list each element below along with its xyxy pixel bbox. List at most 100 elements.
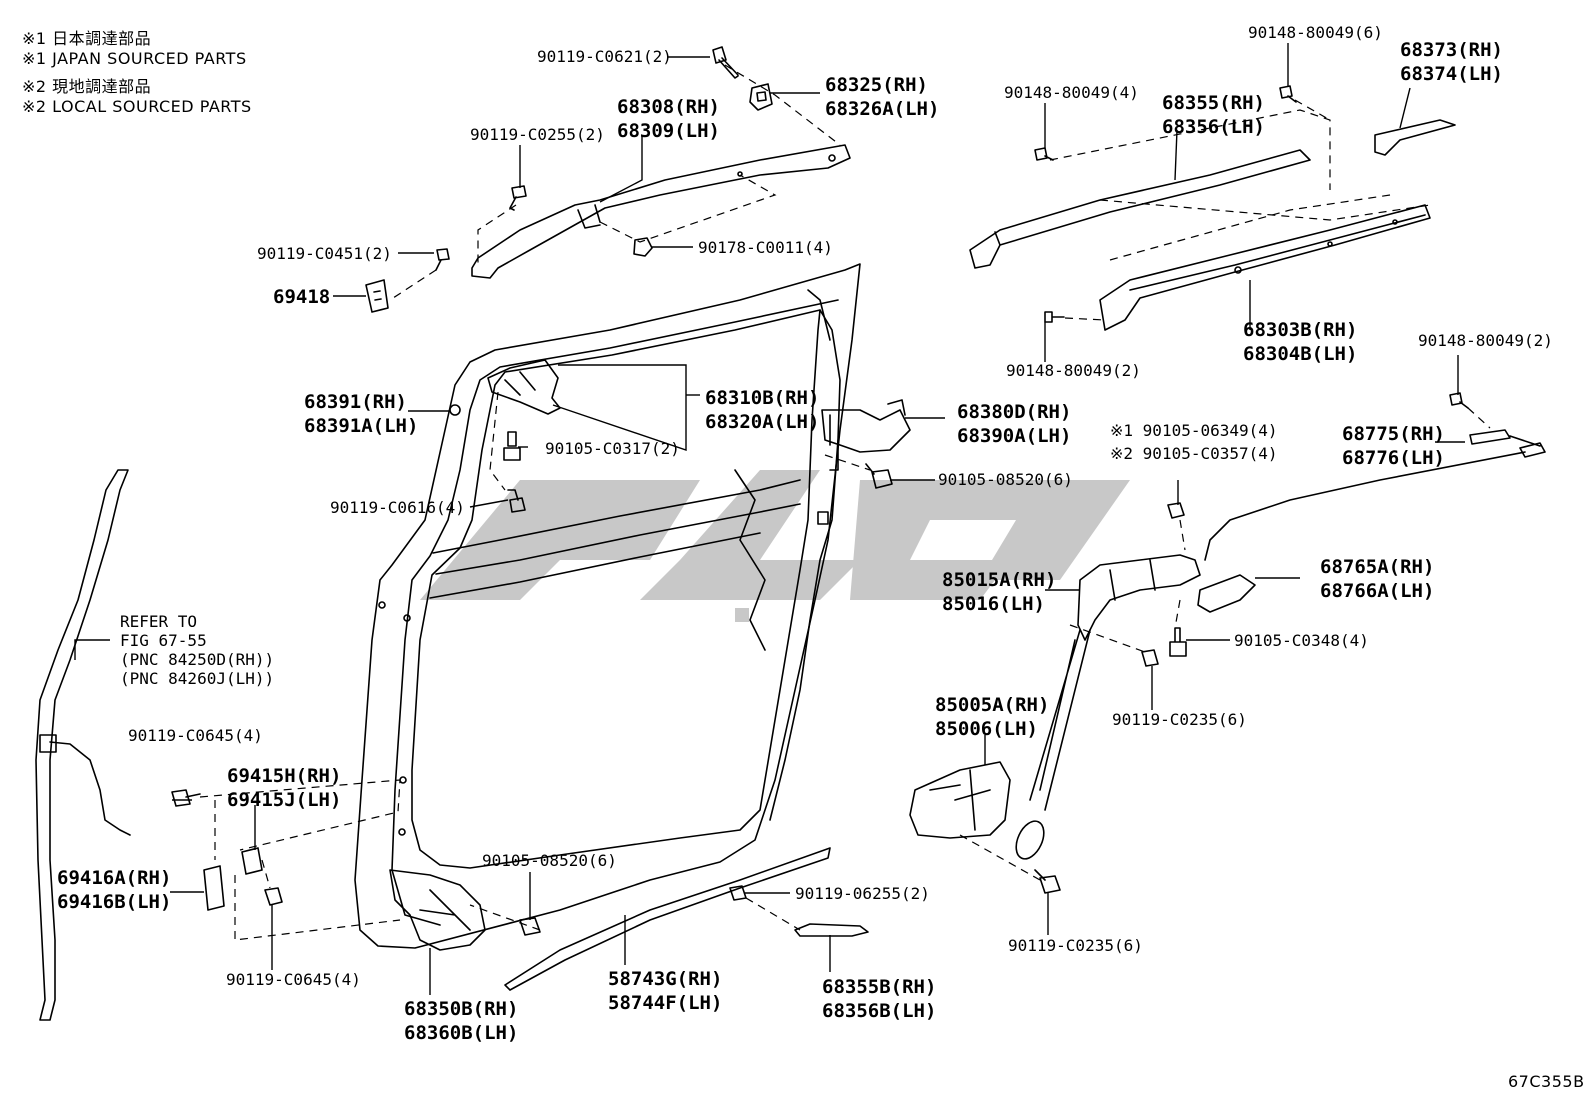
cover-68355B <box>794 923 869 937</box>
label-90119-C0235-a[interactable]: 90119-C0235(6) <box>1112 710 1247 729</box>
bolt-90105-C0317 <box>503 431 521 461</box>
label-68775-rh[interactable]: 68775(RH) <box>1342 423 1445 445</box>
cable-68775 <box>1469 429 1546 458</box>
label-90119-06255[interactable]: 90119-06255(2) <box>795 884 930 903</box>
label-69415H-lh[interactable]: 69415J(LH) <box>227 789 342 811</box>
label-90119-C0255[interactable]: 90119-C0255(2) <box>470 125 605 144</box>
label-68373[interactable]: 68373(RH)68374(LH) <box>1400 38 1503 86</box>
bolt-90119-C0645-a <box>171 789 201 807</box>
label-68355-lh[interactable]: 68356(LH) <box>1162 116 1265 138</box>
label-90105-06349[interactable]: ※1 90105-06349(4) <box>1110 421 1278 440</box>
label-68303B-lh[interactable]: 68304B(LH) <box>1243 343 1358 365</box>
label-85005A-lh[interactable]: 85006(LH) <box>935 718 1038 740</box>
label-68775-lh[interactable]: 68776(LH) <box>1342 447 1445 469</box>
phantom-lines <box>199 64 1491 941</box>
striker-69415H <box>241 847 263 875</box>
remote-rod <box>1029 629 1091 811</box>
bolt-90148-80049-4 <box>1034 147 1054 161</box>
label-68380D-lh[interactable]: 68390A(LH) <box>957 425 1072 447</box>
label-69416A-lh[interactable]: 69416B(LH) <box>57 891 172 913</box>
bolt-90105-08520-a <box>865 463 893 489</box>
label-58743G[interactable]: 58743G(RH)58744F(LH) <box>608 967 722 1015</box>
label-68350B[interactable]: 68350B(RH)68360B(LH) <box>404 997 518 1045</box>
label-58743G-lh[interactable]: 58744F(LH) <box>608 992 723 1014</box>
label-90148-80049-4[interactable]: 90148-80049(4) <box>1004 83 1139 102</box>
label-69418[interactable]: 69418 <box>273 286 331 308</box>
label-90105-08520-b[interactable]: 90105-08520(6) <box>482 851 617 870</box>
label-85005A-rh[interactable]: 85005A(RH) <box>935 694 1050 716</box>
label-90178-C0011[interactable]: 90178-C0011(4) <box>698 238 833 257</box>
label-68355B[interactable]: 68355B(RH)68356B(LH) <box>822 975 936 1023</box>
label-90105-C0357[interactable]: ※2 90105-C0357(4) <box>1110 444 1278 463</box>
label-68325-rh[interactable]: 68325(RH) <box>825 74 928 96</box>
label-90119-C0645-a[interactable]: 90119-C0645(4) <box>128 726 263 745</box>
label-68310B[interactable]: 68310B(RH)68320A(LH) <box>705 386 819 434</box>
label-68373-rh[interactable]: 68373(RH) <box>1400 39 1503 61</box>
label-90148-80049-6[interactable]: 90148-80049(6) <box>1248 23 1383 42</box>
label-68310B-lh[interactable]: 68320A(LH) <box>705 411 820 433</box>
grommet-68391 <box>449 404 461 416</box>
label-68765A[interactable]: 68765A(RH)68766A(LH) <box>1320 555 1434 603</box>
label-85015A-rh[interactable]: 85015A(RH) <box>942 569 1057 591</box>
center-rail-68355 <box>969 149 1311 269</box>
label-68775[interactable]: 68775(RH)68776(LH) <box>1342 422 1445 470</box>
bolt-90119-C0621 <box>712 46 739 79</box>
note-local-en: ※2 LOCAL SOURCED PARTS <box>22 97 252 116</box>
label-90105-C0348[interactable]: 90105-C0348(4) <box>1234 631 1369 650</box>
label-90148-80049-2b[interactable]: 90148-80049(2) <box>1418 331 1553 350</box>
refer-line-4: (PNC 84260J(LH)) <box>120 669 275 688</box>
label-90119-C0451[interactable]: 90119-C0451(2) <box>257 244 392 263</box>
hinge-68310B <box>487 359 561 415</box>
label-68765A-rh[interactable]: 68765A(RH) <box>1320 556 1435 578</box>
nut-90178-C0011 <box>633 237 653 257</box>
label-90119-C0616[interactable]: 90119-C0616(4) <box>330 498 465 517</box>
label-68303B-rh[interactable]: 68303B(RH) <box>1243 319 1358 341</box>
hinge-68380D <box>821 399 911 453</box>
leader-lines <box>74 43 1465 995</box>
label-69416A-rh[interactable]: 69416A(RH) <box>57 867 172 889</box>
label-90119-C0621[interactable]: 90119-C0621(2) <box>537 47 672 66</box>
label-68303B[interactable]: 68303B(RH)68304B(LH) <box>1243 318 1357 366</box>
label-68325[interactable]: 68325(RH)68326A(LH) <box>825 73 939 121</box>
label-68391-rh[interactable]: 68391(RH) <box>304 391 407 413</box>
label-58743G-rh[interactable]: 58743G(RH) <box>608 968 723 990</box>
label-85015A[interactable]: 85015A(RH)85016(LH) <box>942 568 1056 616</box>
label-90105-C0317[interactable]: 90105-C0317(2) <box>545 439 680 458</box>
bolt-90119-C0451 <box>435 248 450 271</box>
bolt-90119-C0255 <box>509 185 527 211</box>
cover-68373 <box>1374 119 1456 156</box>
label-68380D[interactable]: 68380D(RH)68390A(LH) <box>957 400 1071 448</box>
door-panel <box>354 263 861 949</box>
label-85015A-lh[interactable]: 85016(LH) <box>942 593 1045 615</box>
label-68391[interactable]: 68391(RH)68391A(LH) <box>304 390 418 438</box>
label-68380D-rh[interactable]: 68380D(RH) <box>957 401 1072 423</box>
bolt-90105-C0348 <box>1169 627 1187 657</box>
label-68350B-lh[interactable]: 68360B(LH) <box>404 1022 519 1044</box>
label-68373-lh[interactable]: 68374(LH) <box>1400 63 1503 85</box>
label-69415H[interactable]: 69415H(RH)69415J(LH) <box>227 764 341 812</box>
label-68355B-rh[interactable]: 68355B(RH) <box>822 976 937 998</box>
label-68308[interactable]: 68308(RH)68309(LH) <box>617 95 720 143</box>
label-68355[interactable]: 68355(RH)68356(LH) <box>1162 91 1265 139</box>
label-90119-C0645-b[interactable]: 90119-C0645(4) <box>226 970 361 989</box>
label-68391-lh[interactable]: 68391A(LH) <box>304 415 419 437</box>
label-68308-rh[interactable]: 68308(RH) <box>617 96 720 118</box>
upper-rail-68308 <box>471 144 851 279</box>
refer-line-3: (PNC 84250D(RH)) <box>120 650 275 669</box>
label-68355B-lh[interactable]: 68356B(LH) <box>822 1000 937 1022</box>
label-85005A[interactable]: 85005A(RH)85006(LH) <box>935 693 1049 741</box>
label-69415H-rh[interactable]: 69415H(RH) <box>227 765 342 787</box>
label-90148-80049-2a[interactable]: 90148-80049(2) <box>1006 361 1141 380</box>
label-90105-08520-a[interactable]: 90105-08520(6) <box>938 470 1073 489</box>
bolt-90148-80049-2b <box>1449 392 1469 409</box>
label-68765A-lh[interactable]: 68766A(LH) <box>1320 580 1435 602</box>
label-68310B-rh[interactable]: 68310B(RH) <box>705 387 820 409</box>
label-69416A[interactable]: 69416A(RH)69416B(LH) <box>57 866 171 914</box>
label-68308-lh[interactable]: 68309(LH) <box>617 120 720 142</box>
label-68350B-rh[interactable]: 68350B(RH) <box>404 998 519 1020</box>
label-90119-C0235-b[interactable]: 90119-C0235(6) <box>1008 936 1143 955</box>
label-68325-lh[interactable]: 68326A(LH) <box>825 98 940 120</box>
label-68355-rh[interactable]: 68355(RH) <box>1162 92 1265 114</box>
